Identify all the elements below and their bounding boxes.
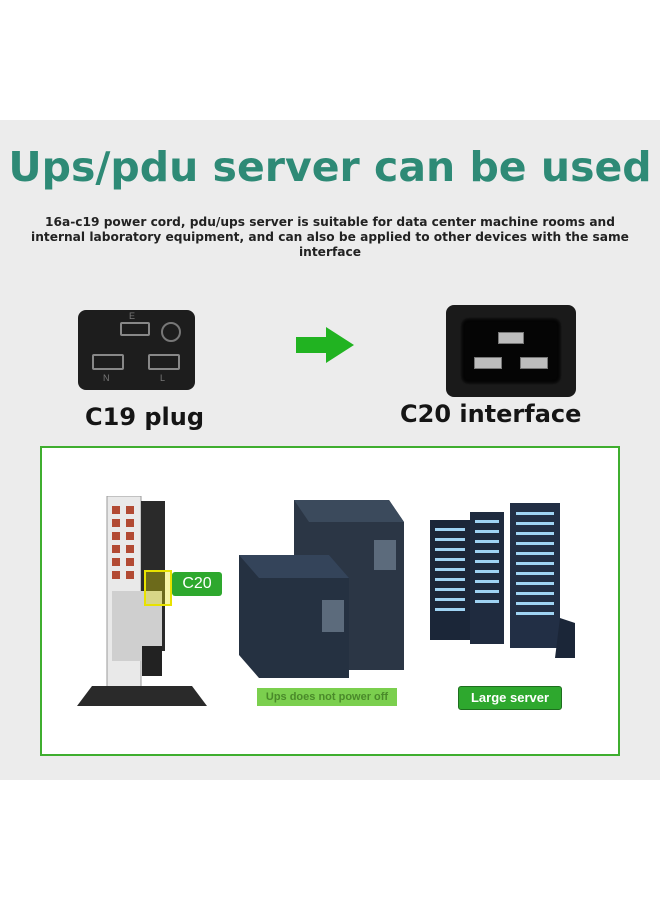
large-server-caption: Large server (458, 686, 562, 710)
neutral-slot (92, 354, 124, 370)
ups-no-power-off-caption: Ups does not power off (257, 688, 397, 706)
c20-tag: C20 (172, 572, 222, 596)
ups-tower-image (77, 496, 207, 706)
earth-slot (120, 322, 150, 336)
c20-highlight-box (144, 570, 172, 606)
c20-interface-caption: C20 interface (400, 400, 582, 428)
socket-pin-left (474, 357, 502, 369)
earth-symbol-icon (161, 322, 181, 342)
socket-pin-right (520, 357, 548, 369)
headline: Ups/pdu server can be used (8, 143, 652, 191)
ups-boxes-image (239, 500, 404, 678)
live-slot (148, 354, 180, 370)
socket-face (460, 317, 562, 385)
socket-pin-top (498, 332, 524, 344)
neutral-pin-label: N (103, 373, 110, 383)
c19-plug-caption: C19 plug (85, 403, 205, 431)
description-text: 16a-c19 power cord, pdu/ups server is su… (31, 215, 629, 259)
arrow-right-icon (296, 327, 354, 363)
earth-pin-label: E (129, 311, 136, 321)
live-pin-label: L (160, 373, 166, 383)
c19-plug-image: E N L (78, 310, 195, 390)
server-racks-image (430, 503, 575, 658)
c20-socket-image (446, 305, 576, 397)
devices-panel: C20 Ups does not power off Large serve (40, 446, 620, 756)
